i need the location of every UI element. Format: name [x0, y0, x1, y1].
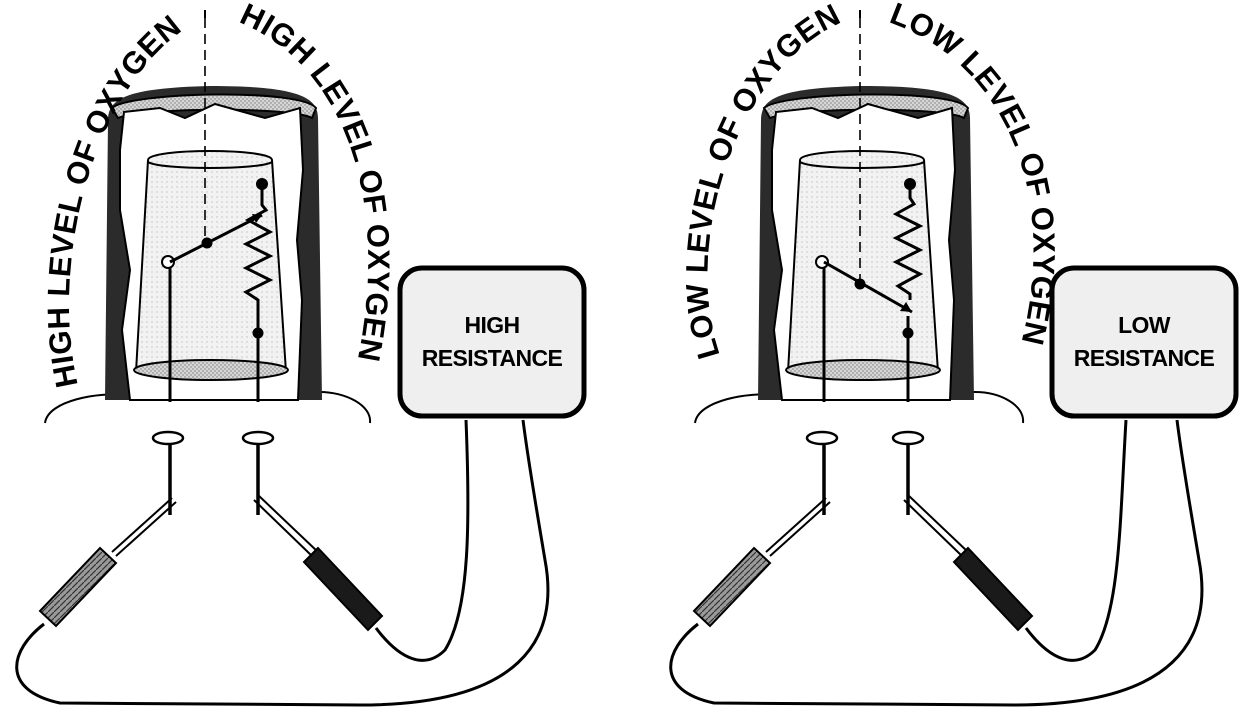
- resistance-meter-low: [1049, 265, 1239, 419]
- probe-right-low: [903, 419, 1128, 662]
- panel-low-oxygen: LOW RESISTANCE LOW LEVEL OF OXYGEN LOW L…: [669, 0, 1239, 707]
- element-base: [785, 359, 941, 381]
- meter-label-line1: HIGH: [464, 312, 519, 338]
- meter-label-line1: LOW: [1118, 312, 1171, 338]
- element-base: [133, 359, 289, 381]
- meter-label-line2: RESISTANCE: [422, 345, 563, 371]
- panel-high-oxygen: HIGH RESISTANCE HIGH LEVEL OF OXYGEN HIG…: [15, 0, 587, 707]
- probe-left-high: [15, 419, 550, 707]
- switch-circuit-high: [161, 178, 274, 380]
- probe-left-low: [669, 419, 1204, 707]
- meter-label-line2: RESISTANCE: [1074, 345, 1215, 371]
- switch-circuit-low: [815, 178, 924, 380]
- terminals-high: [151, 380, 275, 515]
- probe-right-high: [253, 419, 470, 662]
- resistance-meter-high: [397, 265, 587, 419]
- ceramic-element: [134, 150, 288, 373]
